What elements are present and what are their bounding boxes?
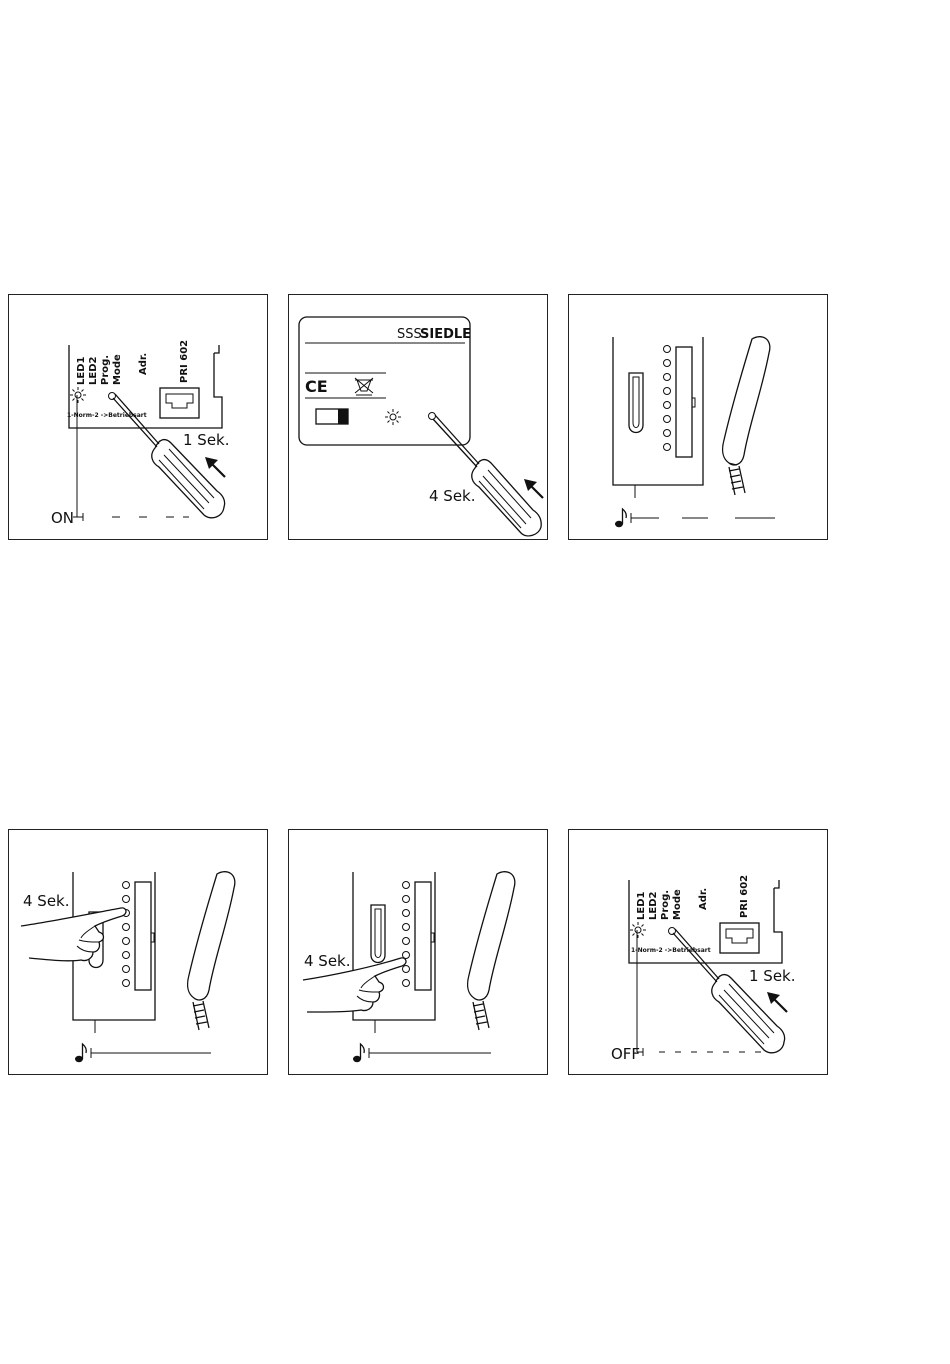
door-release-slot-icon <box>371 905 385 963</box>
label-led1: LED1 <box>76 356 87 385</box>
label-mode: Mode <box>112 354 123 385</box>
led-blinking-icon <box>70 387 86 403</box>
label-adr: Adr. <box>138 353 149 375</box>
state-label-off: OFF <box>611 1045 640 1063</box>
step-4-illustration: 4 Sek. <box>9 830 269 1076</box>
step-2-illustration: SSS SIEDLE CE 4 Sek. <box>289 295 549 541</box>
label-prog: Prog. <box>100 355 111 385</box>
button-row-leds <box>403 882 410 987</box>
duration-label: 4 Sek. <box>429 487 476 505</box>
push-arrow-icon <box>205 457 225 477</box>
duration-label: 1 Sek. <box>183 431 230 449</box>
name-plate-strip <box>135 882 154 990</box>
led-blinking-icon <box>630 922 646 938</box>
mode-strip-label: 1-Norm-2 ->Betriebsart <box>67 412 147 419</box>
label-pri: PRI 602 <box>179 340 190 383</box>
step-1-panel: LED1 LED2 Prog. Mode Adr. PRI 602 1-Norm… <box>8 294 268 540</box>
state-label-on: ON <box>51 509 74 527</box>
step-1-illustration: LED1 LED2 Prog. Mode Adr. PRI 602 1-Norm… <box>9 295 269 541</box>
label-led1: LED1 <box>636 891 647 920</box>
brand-name: SIEDLE <box>420 327 471 342</box>
device-housing <box>613 337 703 485</box>
waste-bin-icon <box>355 378 373 395</box>
name-plate-strip <box>676 347 695 457</box>
duration-label: 4 Sek. <box>304 952 351 970</box>
step-5-illustration: 4 Sek. <box>289 830 549 1076</box>
continuous-tone-line <box>369 1048 491 1058</box>
button-row-leds <box>123 882 130 987</box>
door-release-slot-icon <box>629 373 643 433</box>
push-arrow-icon <box>524 479 543 498</box>
ce-mark-icon: CE <box>305 377 328 396</box>
ringtone-note-icon <box>615 509 626 527</box>
name-plate-strip <box>415 882 434 990</box>
brand-mark: SSS <box>397 327 422 342</box>
step-2-panel: SSS SIEDLE CE 4 Sek. <box>288 294 548 540</box>
step-6-illustration: LED1 LED2 Prog. Mode Adr. PRI 602 1-Norm… <box>569 830 829 1076</box>
slide-switch-icon <box>316 409 348 424</box>
label-led2: LED2 <box>88 356 99 385</box>
led-blinking-icon <box>385 409 401 425</box>
prog-button-icon <box>109 393 116 400</box>
rj-socket-icon <box>160 388 199 418</box>
step-3-panel <box>568 294 828 540</box>
mode-strip-label: 1-Norm-2 ->Betriebsart <box>631 947 711 954</box>
handset-icon <box>188 872 235 1030</box>
tone-dash-pattern <box>631 513 775 523</box>
button-row-leds <box>664 346 671 451</box>
push-arrow-icon <box>767 992 787 1012</box>
step-6-panel: LED1 LED2 Prog. Mode Adr. PRI 602 1-Norm… <box>568 829 828 1075</box>
rj-socket-icon <box>720 923 759 953</box>
prog-button-icon <box>429 413 436 420</box>
label-pri: PRI 602 <box>739 875 750 918</box>
handset-icon <box>468 872 515 1030</box>
label-mode: Mode <box>672 889 683 920</box>
ringtone-note-icon <box>75 1044 86 1062</box>
prog-button-icon <box>669 928 676 935</box>
screwdriver-icon <box>433 415 541 536</box>
label-adr: Adr. <box>698 888 709 910</box>
handset-icon <box>723 337 770 495</box>
duration-label: 4 Sek. <box>23 892 70 910</box>
label-prog: Prog. <box>660 890 671 920</box>
label-led2: LED2 <box>648 891 659 920</box>
continuous-tone-line <box>91 1048 211 1058</box>
step-4-panel: 4 Sek. <box>8 829 268 1075</box>
step-5-panel: 4 Sek. <box>288 829 548 1075</box>
step-3-illustration <box>569 295 829 541</box>
ringtone-note-icon <box>353 1044 364 1062</box>
duration-label: 1 Sek. <box>749 967 796 985</box>
